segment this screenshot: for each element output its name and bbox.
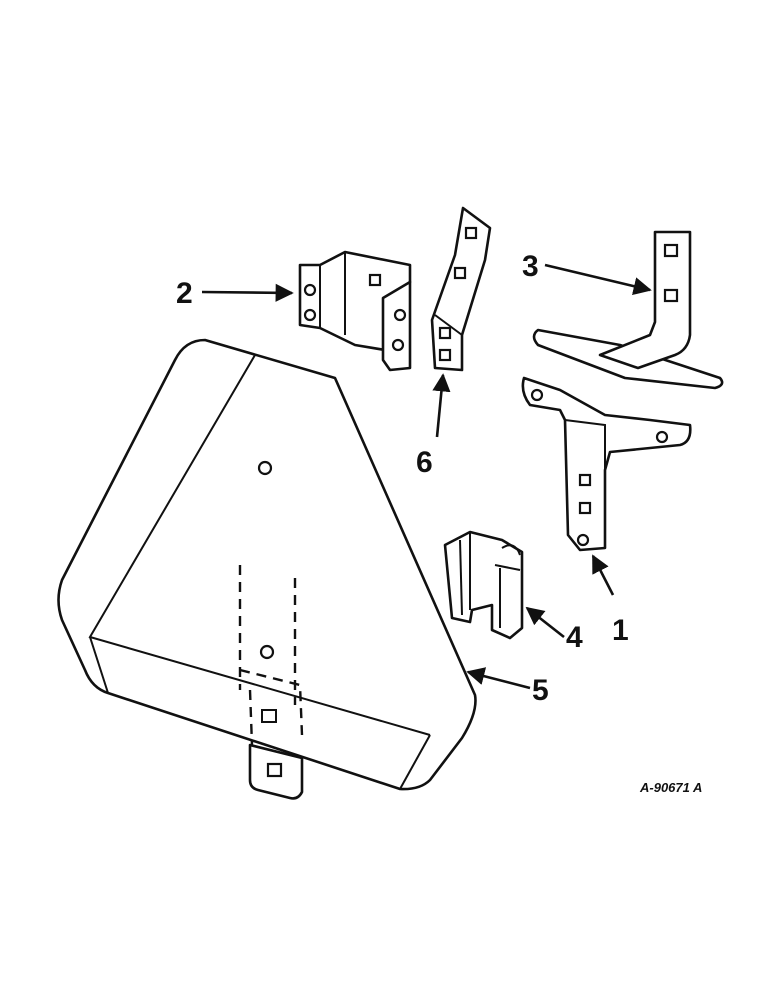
callout-4: 4	[566, 621, 583, 654]
hidden-mount-bracket	[238, 565, 304, 746]
bracket-part-3	[532, 230, 724, 390]
bracket-part-2	[298, 250, 412, 372]
bracket-part-1	[521, 376, 692, 552]
callout-3: 3	[522, 250, 539, 283]
strap-part-6	[430, 206, 492, 372]
smv-emblem	[57, 338, 477, 791]
clamp-part-4	[443, 530, 524, 640]
leader-lines	[201, 263, 652, 690]
drawing-reference-code: A-90671 A	[639, 780, 702, 795]
callout-1: 1	[612, 614, 629, 647]
emblem-mount-tab	[248, 743, 304, 800]
callout-2: 2	[176, 277, 193, 310]
callout-5: 5	[532, 674, 549, 707]
callout-6: 6	[416, 446, 433, 479]
